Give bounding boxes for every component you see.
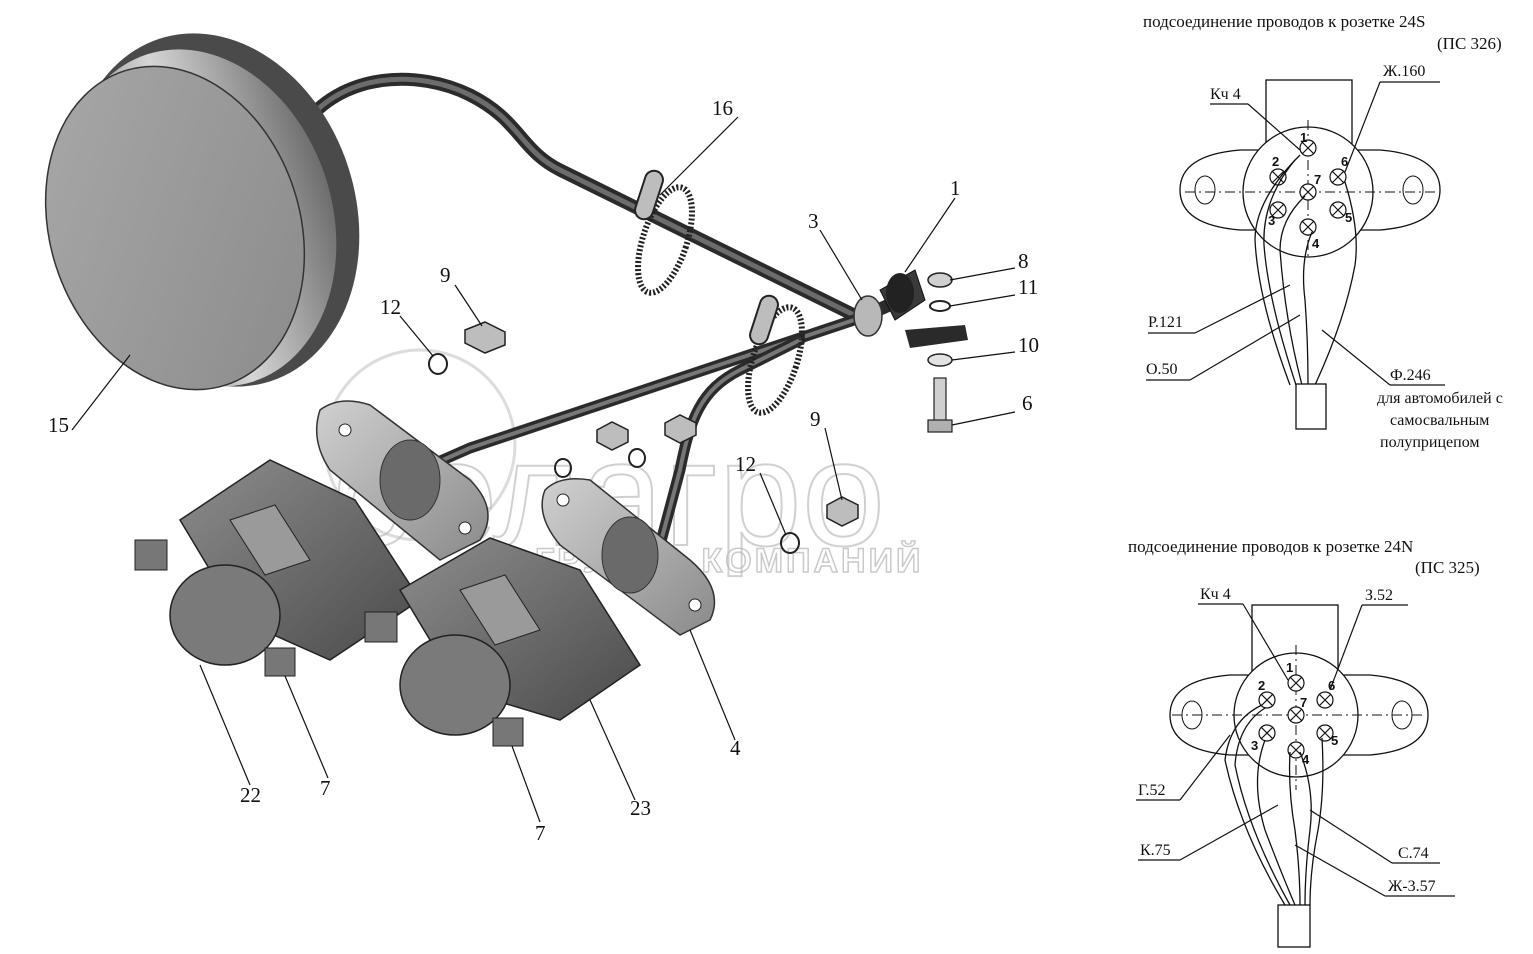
note-24s-line2: самосвальным: [1390, 412, 1489, 429]
callout-12-top: 12: [380, 295, 401, 319]
pin-24s-1: 1: [1300, 130, 1307, 145]
wire-24s-f246: Ф.246: [1390, 367, 1431, 384]
socket-22: [134, 459, 422, 677]
callout-16: 16: [712, 96, 733, 120]
callout-10: 10: [1018, 333, 1039, 357]
pin-24n-1: 1: [1286, 660, 1293, 675]
pin-24n-3: 3: [1251, 738, 1258, 753]
wire-24s-o50: О.50: [1146, 361, 1178, 378]
wire-24n-k75: К.75: [1140, 842, 1171, 859]
flange-left: [315, 400, 489, 561]
ring-12-low: [554, 458, 572, 478]
callout-8: 8: [1018, 249, 1029, 273]
washer-10: [927, 353, 953, 367]
wire-24n-z52: З.52: [1365, 587, 1393, 604]
pin-24s-4: 4: [1312, 236, 1320, 251]
schematic-24s-subtitle: (ПС 326): [1437, 34, 1502, 53]
schematic-24s: подсоединение проводов к розетке 24S (ПС…: [1143, 12, 1503, 451]
callout-15: 15: [48, 413, 69, 437]
callout-22: 22: [240, 783, 261, 807]
wire-24n-zh357: Ж-3.57: [1388, 878, 1436, 895]
socket-23: [364, 537, 642, 747]
nut-8: [927, 272, 953, 288]
callout-7b: 7: [535, 821, 546, 845]
pin-24n-7: 7: [1300, 695, 1307, 710]
lamp-disc: [44, 33, 360, 391]
callout-3: 3: [808, 209, 819, 233]
callout-1: 1: [950, 176, 961, 200]
note-24s-line1: для автомобилей с: [1377, 390, 1503, 407]
pin-24s-5: 5: [1345, 210, 1352, 225]
ring-12-right: [780, 532, 800, 554]
callout-6: 6: [1022, 391, 1033, 415]
bolt-6: [927, 377, 953, 433]
callouts: 16 1 3 8 11 10 6 9 12 9 12 15 4 22 7 23: [48, 96, 1039, 845]
nut-9-right: [826, 496, 859, 527]
callout-9-right: 9: [810, 407, 821, 431]
wire-24n-kch4: Кч 4: [1200, 586, 1231, 603]
flange-right: [541, 478, 716, 636]
pin-24s-3: 3: [1268, 213, 1275, 228]
note-24s-line3: полуприцепом: [1380, 434, 1480, 451]
nut-9-mid2: [664, 414, 697, 444]
pin-24s-7: 7: [1314, 172, 1321, 187]
nut-9-mid1: [596, 421, 629, 451]
wire-24n-s74: С.74: [1398, 845, 1429, 862]
wire-24n-g52: Г.52: [1138, 782, 1165, 799]
callout-7a: 7: [320, 776, 331, 800]
grommet: [853, 295, 883, 337]
schematic-24n-subtitle: (ПС 325): [1415, 558, 1480, 577]
callout-4: 4: [730, 736, 741, 760]
clamp-lower: [745, 294, 805, 416]
schematic-24n: подсоединение проводов к розетке 24N (ПС…: [1128, 537, 1480, 948]
callout-23: 23: [630, 796, 651, 820]
wire-24s-kch4: Кч 4: [1210, 86, 1241, 103]
wire-24s-r121: Р.121: [1148, 314, 1183, 331]
pin-24n-5: 5: [1331, 733, 1338, 748]
callout-12-right: 12: [735, 452, 756, 476]
nut-9-top: [464, 321, 506, 354]
pin-24s-2: 2: [1272, 154, 1279, 169]
callout-9-top: 9: [440, 263, 451, 287]
schematic-24n-title: подсоединение проводов к розетке 24N: [1128, 537, 1413, 556]
callout-11: 11: [1018, 275, 1038, 299]
cable-holder: [879, 269, 968, 348]
ring-12-top: [428, 353, 448, 375]
pin-24n-2: 2: [1258, 678, 1265, 693]
washer-11: [929, 300, 951, 312]
wire-24s-zh160: Ж.160: [1383, 63, 1425, 80]
ring-12-mid: [628, 448, 646, 468]
pin-24s-6: 6: [1341, 154, 1348, 169]
pin-24n-4: 4: [1302, 752, 1310, 767]
clamp-upper: [634, 169, 695, 296]
schematic-24s-title: подсоединение проводов к розетке 24S: [1143, 12, 1425, 31]
